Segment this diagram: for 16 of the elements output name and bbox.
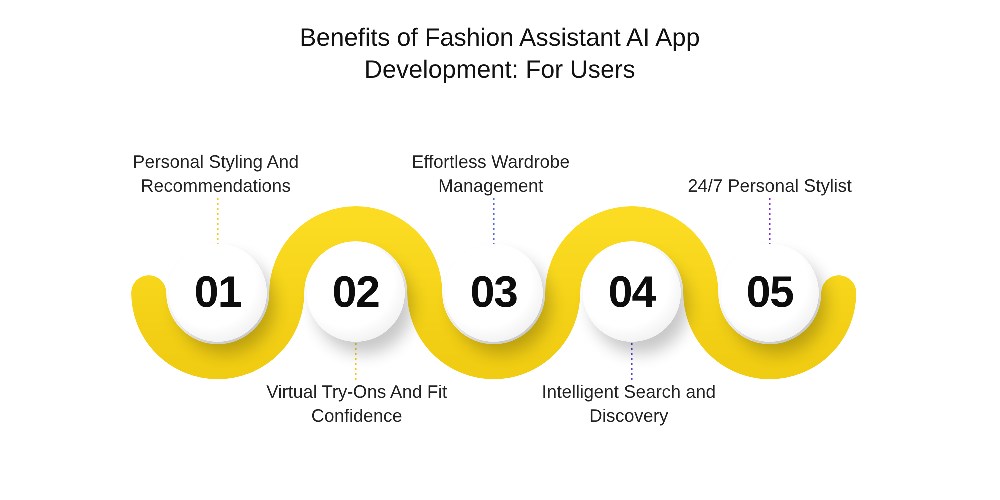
- step-label: Effortless Wardrobe Management: [391, 150, 591, 198]
- leader-line: [355, 342, 357, 380]
- leader-line: [493, 198, 495, 244]
- step-label: Intelligent Search and Discovery: [522, 380, 736, 428]
- step-number: 02: [332, 271, 380, 315]
- step-label: Virtual Try-Ons And Fit Confidence: [257, 380, 457, 428]
- step-label: Personal Styling And Recommendations: [121, 150, 311, 198]
- leader-line: [769, 198, 771, 244]
- step-label: 24/7 Personal Stylist: [665, 174, 875, 198]
- step-number: 01: [194, 271, 242, 315]
- leader-line: [631, 342, 633, 380]
- step-number: 04: [608, 271, 656, 315]
- step-number: 03: [470, 271, 518, 315]
- diagram-title: Benefits of Fashion Assistant AI App Development: For Users: [298, 23, 702, 86]
- step-number: 05: [746, 271, 794, 315]
- leader-line: [217, 198, 219, 244]
